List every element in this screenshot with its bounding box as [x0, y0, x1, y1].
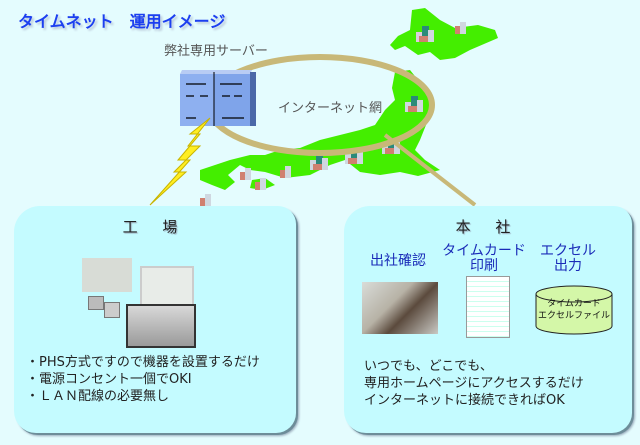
hq-text-line: いつでも、どこでも、 — [364, 359, 493, 374]
connection-line-hq — [383, 133, 477, 207]
factory-bullets: ・PHS方式ですので機器を設置するだけ ・電源コンセント一個でOKI ・ＬＡＮ配… — [26, 354, 260, 405]
touchscreen-icon — [140, 266, 194, 310]
cylinder-label: タイムカード エクセルファイル — [537, 299, 610, 321]
factory-panel: 工 場 ・PHS方式ですので機器を設置するだけ ・電源コンセント一個でOKI ・… — [14, 206, 296, 433]
building-icon — [240, 168, 251, 180]
building-icon — [405, 96, 423, 112]
timecard-print-label: タイムカード 印刷 — [442, 243, 526, 274]
building-icon — [416, 26, 434, 42]
terminal-icon — [104, 302, 120, 318]
hq-text-line: 専用ホームページにアクセスするだけ — [364, 376, 584, 391]
building-icon — [455, 22, 466, 34]
timecard-sheet-icon — [466, 276, 510, 338]
bullet-item: ・ＬＡＮ配線の必要無し — [26, 389, 170, 404]
page-title: タイムネット 運用イメージ — [18, 12, 226, 31]
lightning-bolt-icon — [149, 117, 211, 206]
server-icon — [180, 70, 256, 126]
office-photo — [362, 282, 438, 334]
terminal-icon — [88, 296, 104, 310]
attendance-check-label: 出社確認 — [370, 253, 426, 269]
reader-device-icon — [126, 304, 196, 348]
factory-illustration — [82, 248, 210, 348]
server-label: 弊社専用サーバー — [164, 44, 268, 59]
bullet-item: ・PHS方式ですので機器を設置するだけ — [26, 355, 260, 370]
hq-panel: 本 社 出社確認 タイムカード 印刷 エクセル 出力 タイムカード エクセルファ… — [344, 206, 632, 433]
building-icon — [255, 178, 266, 190]
excel-file-cylinder — [535, 285, 613, 335]
hq-description: いつでも、どこでも、 専用ホームページにアクセスするだけ インターネットに接続で… — [364, 358, 584, 409]
building-icon — [200, 194, 211, 206]
building-icons — [200, 22, 466, 206]
hq-text-line: インターネットに接続できればOK — [364, 393, 565, 408]
building-icon — [280, 166, 291, 178]
building-icon — [345, 148, 363, 164]
factory-title: 工 場 — [122, 218, 188, 236]
hq-title: 本 社 — [455, 218, 521, 236]
excel-output-label: エクセル 出力 — [540, 243, 596, 274]
building-icon — [310, 154, 328, 170]
building-icon — [382, 138, 400, 154]
factory-building-icon — [82, 258, 132, 292]
internet-label: インターネット網 — [278, 101, 383, 116]
bullet-item: ・電源コンセント一個でOKI — [26, 372, 192, 387]
